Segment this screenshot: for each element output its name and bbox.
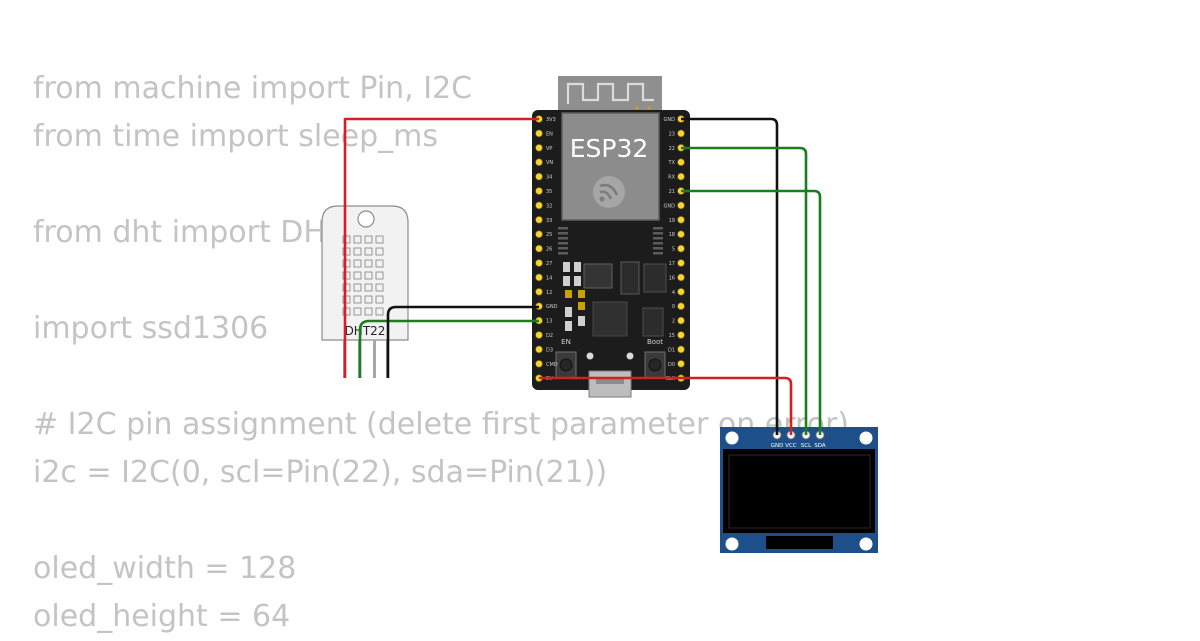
- right-pin-label: 16: [669, 275, 675, 281]
- left-pin[interactable]: [535, 273, 543, 282]
- left-pin[interactable]: [535, 259, 543, 267]
- dht22-label: DHT22: [345, 324, 386, 338]
- left-pin-label: CMD: [546, 362, 558, 368]
- left-pin-label: 27: [546, 261, 552, 267]
- en-label: EN: [561, 338, 571, 346]
- right-pin-label: 17: [669, 261, 675, 267]
- right-pin-label: 21: [669, 189, 675, 195]
- left-pin[interactable]: [535, 187, 543, 195]
- code-line: import ssd1306: [33, 311, 269, 346]
- left-pin-label: 35: [546, 189, 552, 195]
- boot-button[interactable]: [644, 351, 666, 379]
- left-pin[interactable]: [535, 172, 543, 181]
- left-pin-label: GND: [546, 304, 558, 310]
- left-pin-label: 25: [546, 232, 552, 238]
- left-pin[interactable]: [535, 201, 543, 210]
- boot-label: Boot: [647, 338, 663, 346]
- left-pin-label: D3: [546, 347, 553, 353]
- wire-oled-scl: [681, 146, 808, 435]
- wire-dht-data: [358, 319, 539, 378]
- left-pin[interactable]: [535, 129, 543, 138]
- left-pin[interactable]: [535, 288, 543, 296]
- left-pin-label: 33: [546, 218, 552, 224]
- oled-pin-label: GND: [771, 443, 784, 449]
- right-pin-label: GND: [664, 117, 676, 123]
- left-pin[interactable]: [535, 360, 543, 368]
- wire-oled-sda: [681, 189, 822, 435]
- left-pin-label: 13: [546, 319, 552, 325]
- right-pin-label: GND: [664, 203, 676, 209]
- esp32-label: ESP32: [570, 134, 649, 163]
- oled-pin-label: VCC: [785, 443, 797, 449]
- left-pin[interactable]: [535, 144, 543, 152]
- esp32-board[interactable]: ESP32 EN Boot: [532, 76, 690, 398]
- wire-oled-gnd: [681, 117, 779, 435]
- right-pin-label: D1: [668, 347, 675, 353]
- right-pin-label: 18: [669, 232, 675, 238]
- right-pin[interactable]: [677, 201, 685, 210]
- left-pin[interactable]: [535, 230, 543, 238]
- right-pin[interactable]: [677, 129, 685, 138]
- right-pin-label: 0: [672, 304, 675, 310]
- right-pin[interactable]: [677, 244, 685, 253]
- left-pin-label: 34: [546, 175, 552, 181]
- right-pin-label: TX: [668, 160, 676, 166]
- right-pin[interactable]: [677, 331, 685, 339]
- wire-dht-gnd: [386, 305, 539, 378]
- code-line: from machine import Pin, I2C: [33, 71, 473, 106]
- dht22-sensor[interactable]: DHT22: [321, 205, 409, 378]
- left-pin-label: VP: [546, 146, 552, 152]
- right-pin-label: 19: [669, 218, 675, 224]
- right-pin[interactable]: [677, 345, 685, 354]
- left-pin-label: EN: [546, 131, 553, 137]
- left-pin-label: 32: [546, 203, 552, 209]
- wire-dht-vcc: [343, 117, 539, 378]
- right-pin-label: 4: [672, 290, 675, 296]
- right-pin-label: D0: [668, 362, 675, 368]
- left-pin-label: 14: [546, 275, 552, 281]
- wires: [343, 117, 822, 435]
- right-pin-label: 22: [669, 146, 675, 152]
- right-pin[interactable]: [677, 316, 685, 325]
- right-pin[interactable]: [677, 172, 685, 181]
- code-line: i2c = I2C(0, scl=Pin(22), sda=Pin(21)): [33, 455, 608, 490]
- right-pin[interactable]: [677, 302, 685, 310]
- left-pin-label: D2: [546, 333, 553, 339]
- espressif-logo-icon: [593, 176, 625, 208]
- right-pin[interactable]: [677, 273, 685, 282]
- left-pin[interactable]: [535, 158, 543, 166]
- left-pin[interactable]: [535, 216, 543, 224]
- en-button[interactable]: [555, 351, 577, 379]
- left-pin[interactable]: [535, 244, 543, 253]
- antenna-trace: [566, 82, 654, 104]
- left-pin-label: VN: [546, 160, 553, 166]
- right-pin[interactable]: [677, 360, 685, 368]
- left-pin[interactable]: [535, 345, 543, 354]
- oled-pin-label: SCL: [801, 443, 812, 449]
- left-pin[interactable]: [535, 331, 543, 339]
- right-pin[interactable]: [677, 230, 685, 238]
- right-pin-label: 5: [672, 247, 675, 253]
- right-pin[interactable]: [677, 288, 685, 296]
- left-pin-label: 12: [546, 290, 552, 296]
- right-pin[interactable]: [677, 158, 685, 166]
- right-pin-label: 2: [672, 319, 675, 325]
- right-pin-label: 15: [669, 333, 675, 339]
- left-pin-label: 26: [546, 247, 552, 253]
- right-pin[interactable]: [677, 216, 685, 224]
- left-pin-label: 3V3: [546, 117, 556, 123]
- wire-oled-vcc: [539, 376, 793, 435]
- right-pin-label: 23: [669, 131, 675, 137]
- code-line: from time import sleep_ms: [33, 119, 439, 154]
- right-pin-label: RX: [668, 175, 675, 181]
- code-line: oled_width = 128: [33, 551, 297, 586]
- usb-uart-chip: [592, 301, 628, 337]
- code-line: oled_height = 64: [33, 599, 291, 634]
- right-pin[interactable]: [677, 259, 685, 267]
- oled-pin-label: SDA: [814, 443, 826, 449]
